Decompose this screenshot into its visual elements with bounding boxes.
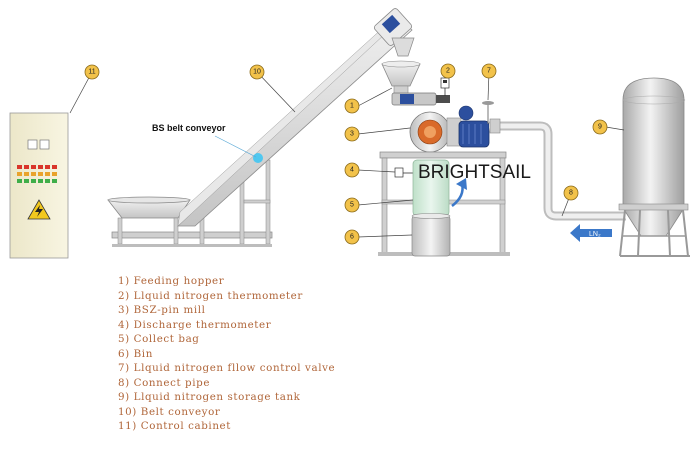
liquid-nitrogen-tank (618, 77, 690, 257)
svg-text:7: 7 (487, 68, 491, 75)
control-cabinet (9, 112, 69, 259)
conveyor-label: BS belt conveyor (152, 123, 226, 133)
indicator-lights (17, 165, 57, 183)
svg-text:8: 8 (569, 190, 573, 197)
callout-3: 3 (344, 126, 360, 142)
legend-item: 6) Bin (118, 347, 153, 360)
ln2-label: LN₂ (589, 231, 601, 238)
legend-item: 9) Llquid nitrogen storage tank (118, 391, 301, 403)
svg-text:3: 3 (350, 131, 354, 138)
conveyor-marker (253, 153, 263, 163)
legend-item: 11) Control cabinet (118, 420, 231, 432)
callout-8: 8 (563, 185, 579, 201)
component-legend: 1) Feeding hopper 2) Llquid nitrogen the… (118, 274, 335, 434)
callout-2: 2 (440, 63, 456, 79)
svg-text:6: 6 (350, 234, 354, 241)
legend-item: 3) BSZ-pin mill (118, 304, 206, 316)
legend-item: 5) Collect bag (118, 333, 200, 345)
callout-7: 7 (481, 63, 497, 79)
legend-item: 8) Connect pipe (118, 376, 211, 389)
pin-mill-assembly (378, 60, 626, 257)
svg-text:5: 5 (350, 202, 354, 209)
legend-item: 4) Discharge thermometer (118, 318, 272, 331)
callout-9: 9 (592, 119, 608, 135)
legend-item: 2) Llquid nitrogen thermometer (118, 289, 303, 302)
legend-item: 1) Feeding hopper (118, 275, 225, 287)
legend-item: 10) Belt conveyor (118, 405, 221, 418)
svg-text:11: 11 (88, 69, 95, 76)
callout-11: 11 (84, 64, 100, 80)
callout-1: 1 (344, 98, 360, 114)
lightning-warning-icon (27, 199, 51, 220)
belt-conveyor (107, 8, 415, 247)
svg-text:1: 1 (350, 103, 354, 110)
svg-text:10: 10 (253, 69, 261, 76)
callout-10: 10 (249, 64, 265, 80)
leader-lines (69, 71, 625, 238)
ln2-flow-arrow: LN₂ (570, 224, 612, 242)
callouts: 11 10 1 2 7 3 4 5 (84, 63, 608, 245)
svg-text:2: 2 (446, 68, 450, 75)
legend-item: 7) Llquid nitrogen fllow control valve (118, 362, 336, 374)
svg-text:4: 4 (350, 167, 354, 174)
callout-6: 6 (344, 229, 360, 245)
callout-4: 4 (344, 162, 360, 178)
brand-watermark: BRIGHTSAIL (418, 162, 531, 183)
callout-5: 5 (344, 197, 360, 213)
svg-text:9: 9 (598, 124, 602, 131)
